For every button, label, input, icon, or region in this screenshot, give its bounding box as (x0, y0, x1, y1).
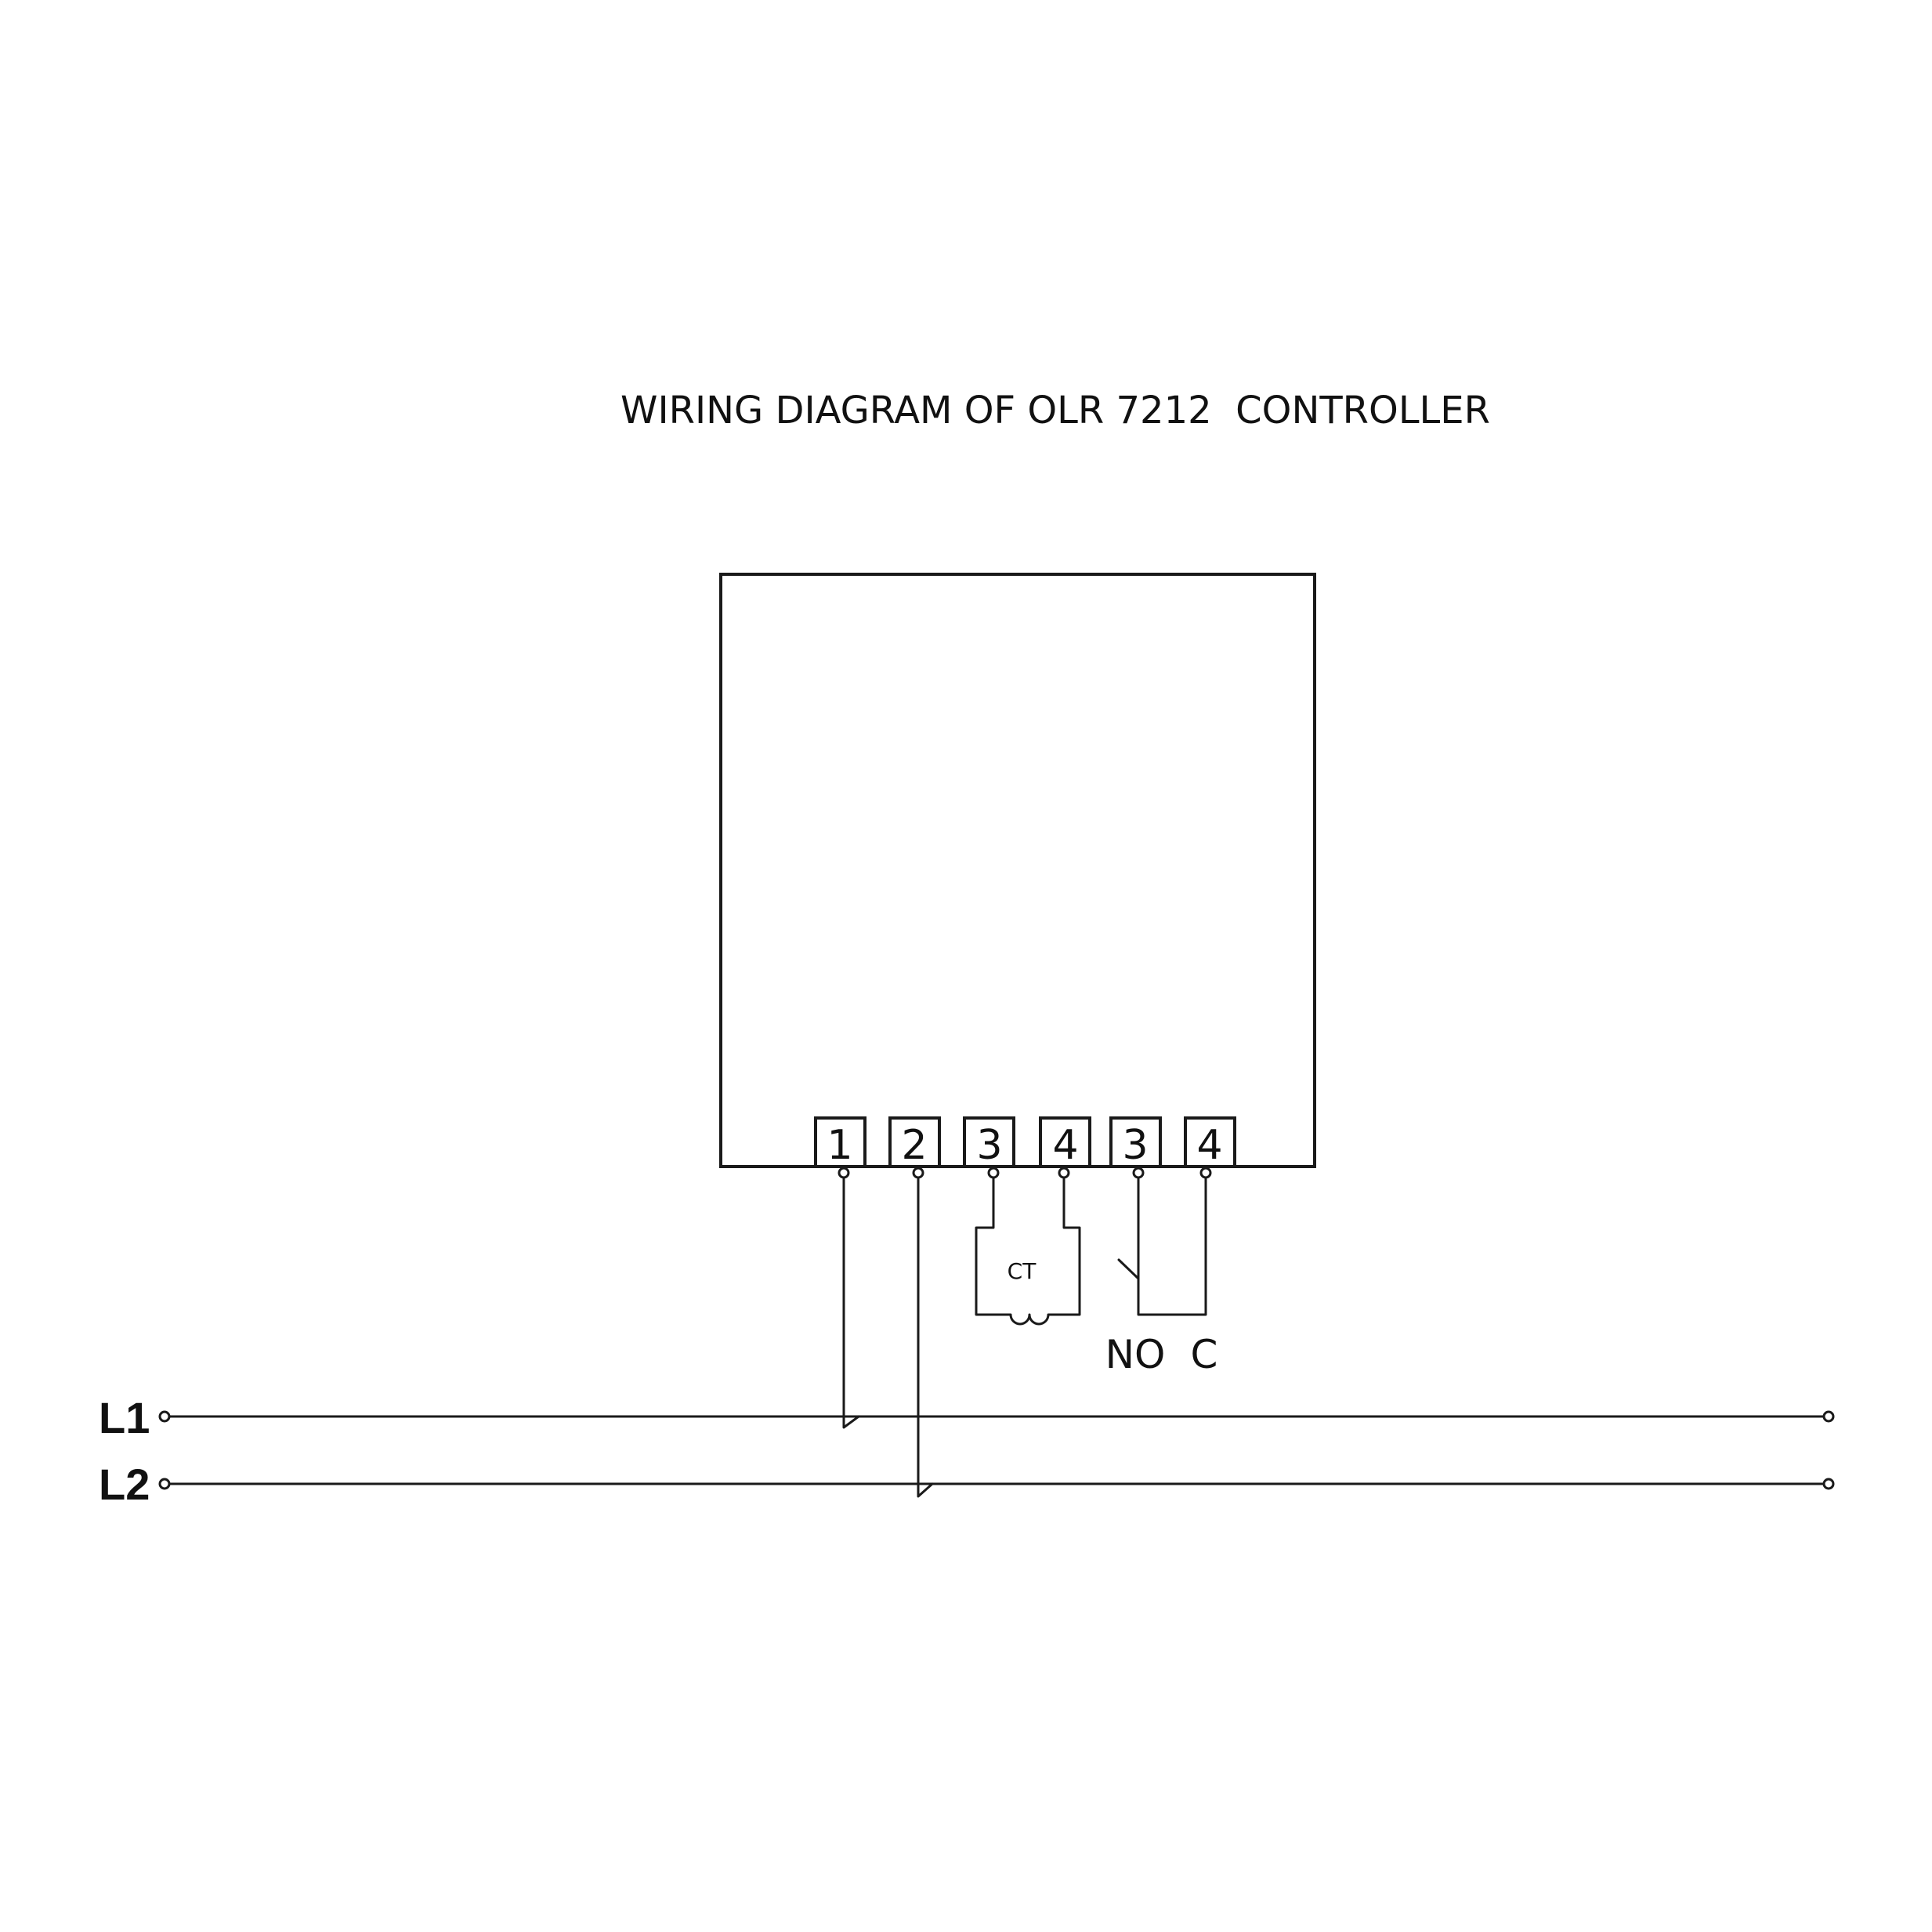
wire-relay-no (1117, 1177, 1207, 1316)
terminal-1-node (838, 1167, 850, 1179)
terminal-1-label: 1 (827, 1122, 852, 1169)
terminal-3-ct-node (987, 1167, 1000, 1179)
terminal-3-relay: 3 (1109, 1116, 1162, 1169)
terminal-4-ct-label: 4 (1052, 1122, 1078, 1169)
l1-label: L1 (99, 1393, 150, 1442)
controller-body (719, 573, 1316, 1168)
terminal-3-relay-label: 3 (1122, 1122, 1148, 1169)
terminal-4-ct-box (1039, 1116, 1091, 1168)
l2-right-node (1822, 1478, 1835, 1490)
wire-ct-loop (975, 1177, 1081, 1326)
terminal-3-ct: 3 (963, 1116, 1015, 1169)
terminal-4-relay-box (1184, 1116, 1236, 1168)
ct-label: CT (1008, 1258, 1037, 1284)
relay-c-label: C (1191, 1332, 1218, 1377)
terminal-3-ct-label: 3 (976, 1122, 1002, 1169)
diagram-title: WIRING DIAGRAM OF OLR 7212 CONTROLLER (620, 389, 1490, 432)
terminal-4-ct-node (1058, 1167, 1070, 1179)
l1-left-node (158, 1410, 171, 1423)
l2-left-node (158, 1478, 171, 1490)
terminal-2-label: 2 (901, 1122, 927, 1169)
terminal-3-relay-box (1109, 1116, 1162, 1168)
terminal-2-box (888, 1116, 941, 1168)
terminal-1: 1 (814, 1116, 867, 1169)
terminal-3-ct-box (963, 1116, 1015, 1168)
terminal-3-relay-node (1132, 1167, 1145, 1179)
l1-right-node (1822, 1410, 1835, 1423)
wire-terminal-1-to-l1 (842, 1177, 860, 1429)
terminal-2: 2 (888, 1116, 941, 1169)
terminal-4-relay-label: 4 (1196, 1122, 1222, 1169)
terminal-2-node (912, 1167, 924, 1179)
terminal-1-box (814, 1116, 867, 1168)
relay-no-label: NO (1105, 1332, 1166, 1377)
terminal-4-ct: 4 (1039, 1116, 1091, 1169)
terminal-4-relay: 4 (1184, 1116, 1236, 1169)
wire-terminal-2-to-l2 (917, 1177, 934, 1498)
l2-label: L2 (99, 1460, 150, 1509)
terminal-4-relay-node (1199, 1167, 1212, 1179)
